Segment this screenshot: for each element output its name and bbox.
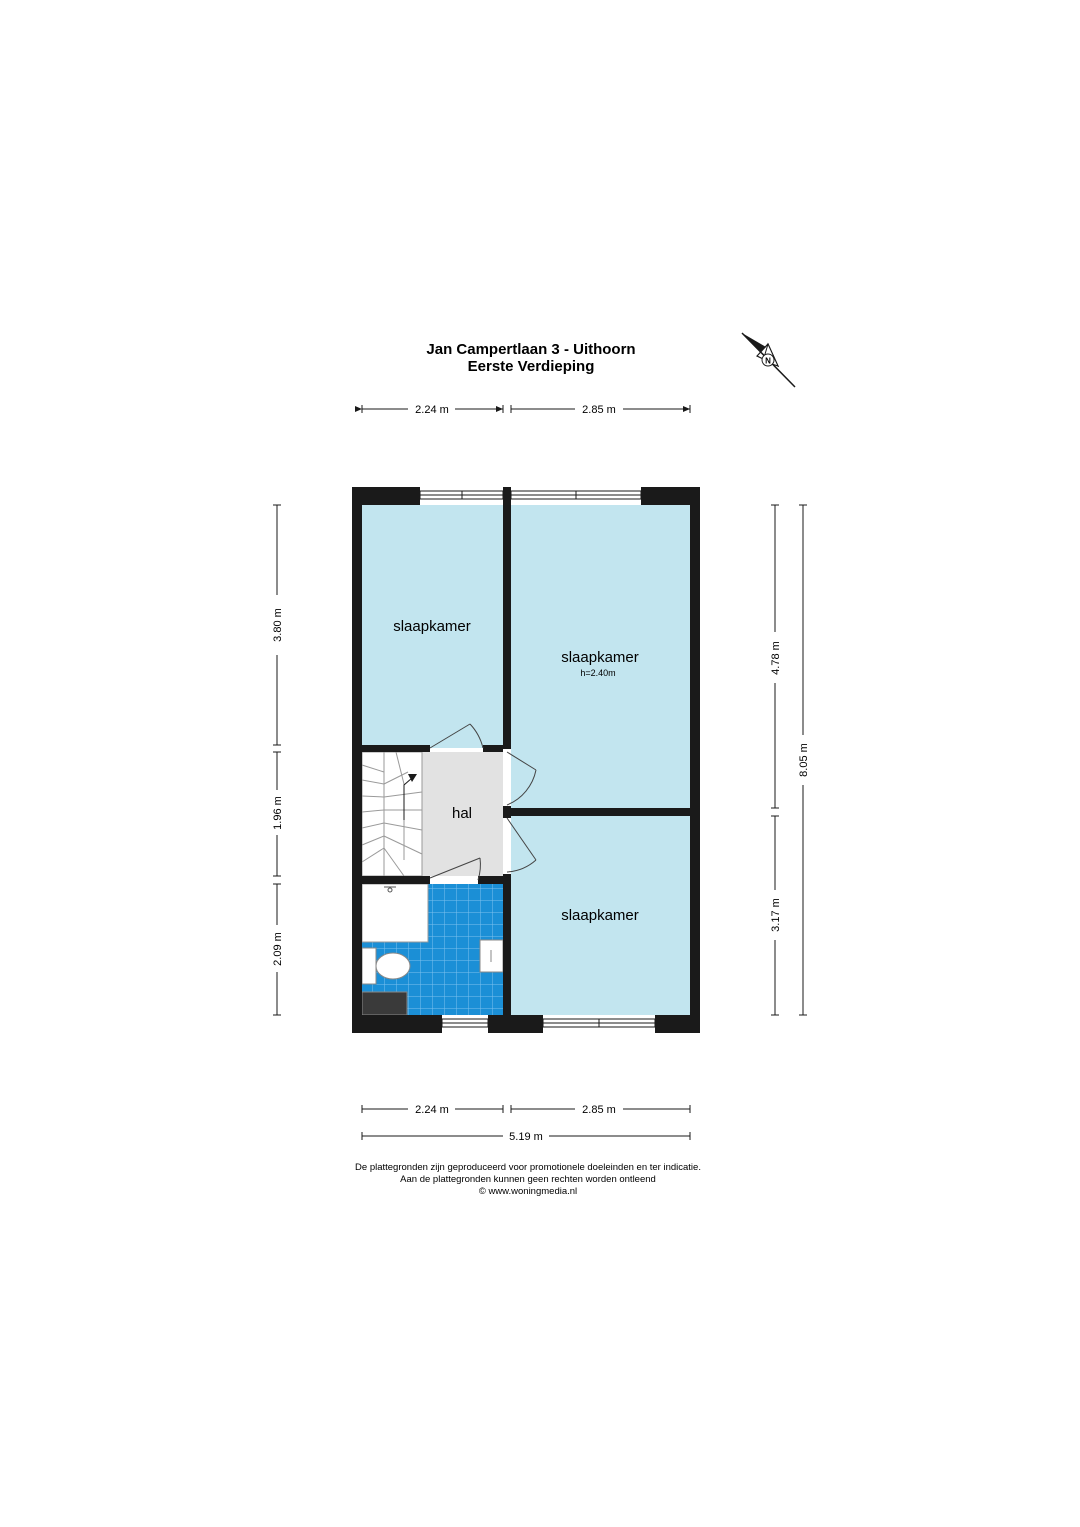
label-bedroom-top-left: slaapkamer <box>393 618 471 635</box>
windows <box>419 490 656 1028</box>
stair-direction-arrow <box>403 777 413 820</box>
dimension-bottom-right: 2.85 m <box>582 1104 616 1116</box>
shower-area <box>361 883 429 943</box>
disclaimer-line1: De plattegronden zijn geproduceerd voor … <box>355 1162 701 1173</box>
dimension-right-top: 4.78 m <box>770 641 782 675</box>
top-dimensions <box>355 405 691 413</box>
dimension-right-total: 8.05 m <box>798 743 810 777</box>
dimension-left-top: 3.80 m <box>272 608 284 642</box>
staircase-area <box>362 752 422 876</box>
left-dimensions <box>273 504 281 1016</box>
shower-head-icon <box>384 886 396 893</box>
dimension-top-left: 2.24 m <box>415 404 449 416</box>
label-bedroom-top-right: slaapkamer <box>561 649 639 666</box>
room-bedroom-bottom-right <box>511 816 690 1015</box>
label-bedroom-bottom-right: slaapkamer <box>561 907 639 924</box>
dimension-bottom-left: 2.24 m <box>415 1104 449 1116</box>
right-dimensions <box>771 504 807 1016</box>
dimension-right-bottom: 3.17 m <box>770 898 782 932</box>
room-hall <box>422 752 503 876</box>
toilet-icon <box>361 947 411 985</box>
room-bedroom-top-left <box>362 505 503 748</box>
plan-subtitle: Eerste Verdieping <box>468 358 595 375</box>
bottom-dimensions <box>361 1105 691 1140</box>
room-bedroom-top-right <box>511 505 690 808</box>
disclaimer-line2: Aan de plattegronden kunnen geen rechten… <box>400 1174 656 1185</box>
label-ceiling-height: h=2.40m <box>580 668 615 678</box>
plan-title: Jan Campertlaan 3 - Uithoorn <box>426 341 635 358</box>
walls <box>352 487 700 1033</box>
dimension-left-bottom: 2.09 m <box>272 932 284 966</box>
stair-arrow-head-icon <box>408 774 417 782</box>
sink-icon <box>479 939 504 973</box>
label-hall: hal <box>452 805 472 822</box>
doors <box>429 723 537 881</box>
dimension-bottom-total: 5.19 m <box>509 1131 543 1143</box>
north-arrow-icon: N <box>741 332 796 388</box>
dimension-left-middle: 1.96 m <box>272 796 284 830</box>
disclaimer-line3: © www.woningmedia.nl <box>479 1186 577 1197</box>
cabinet-block <box>361 991 408 1016</box>
north-label: N <box>765 357 771 366</box>
dimension-top-right: 2.85 m <box>582 404 616 416</box>
